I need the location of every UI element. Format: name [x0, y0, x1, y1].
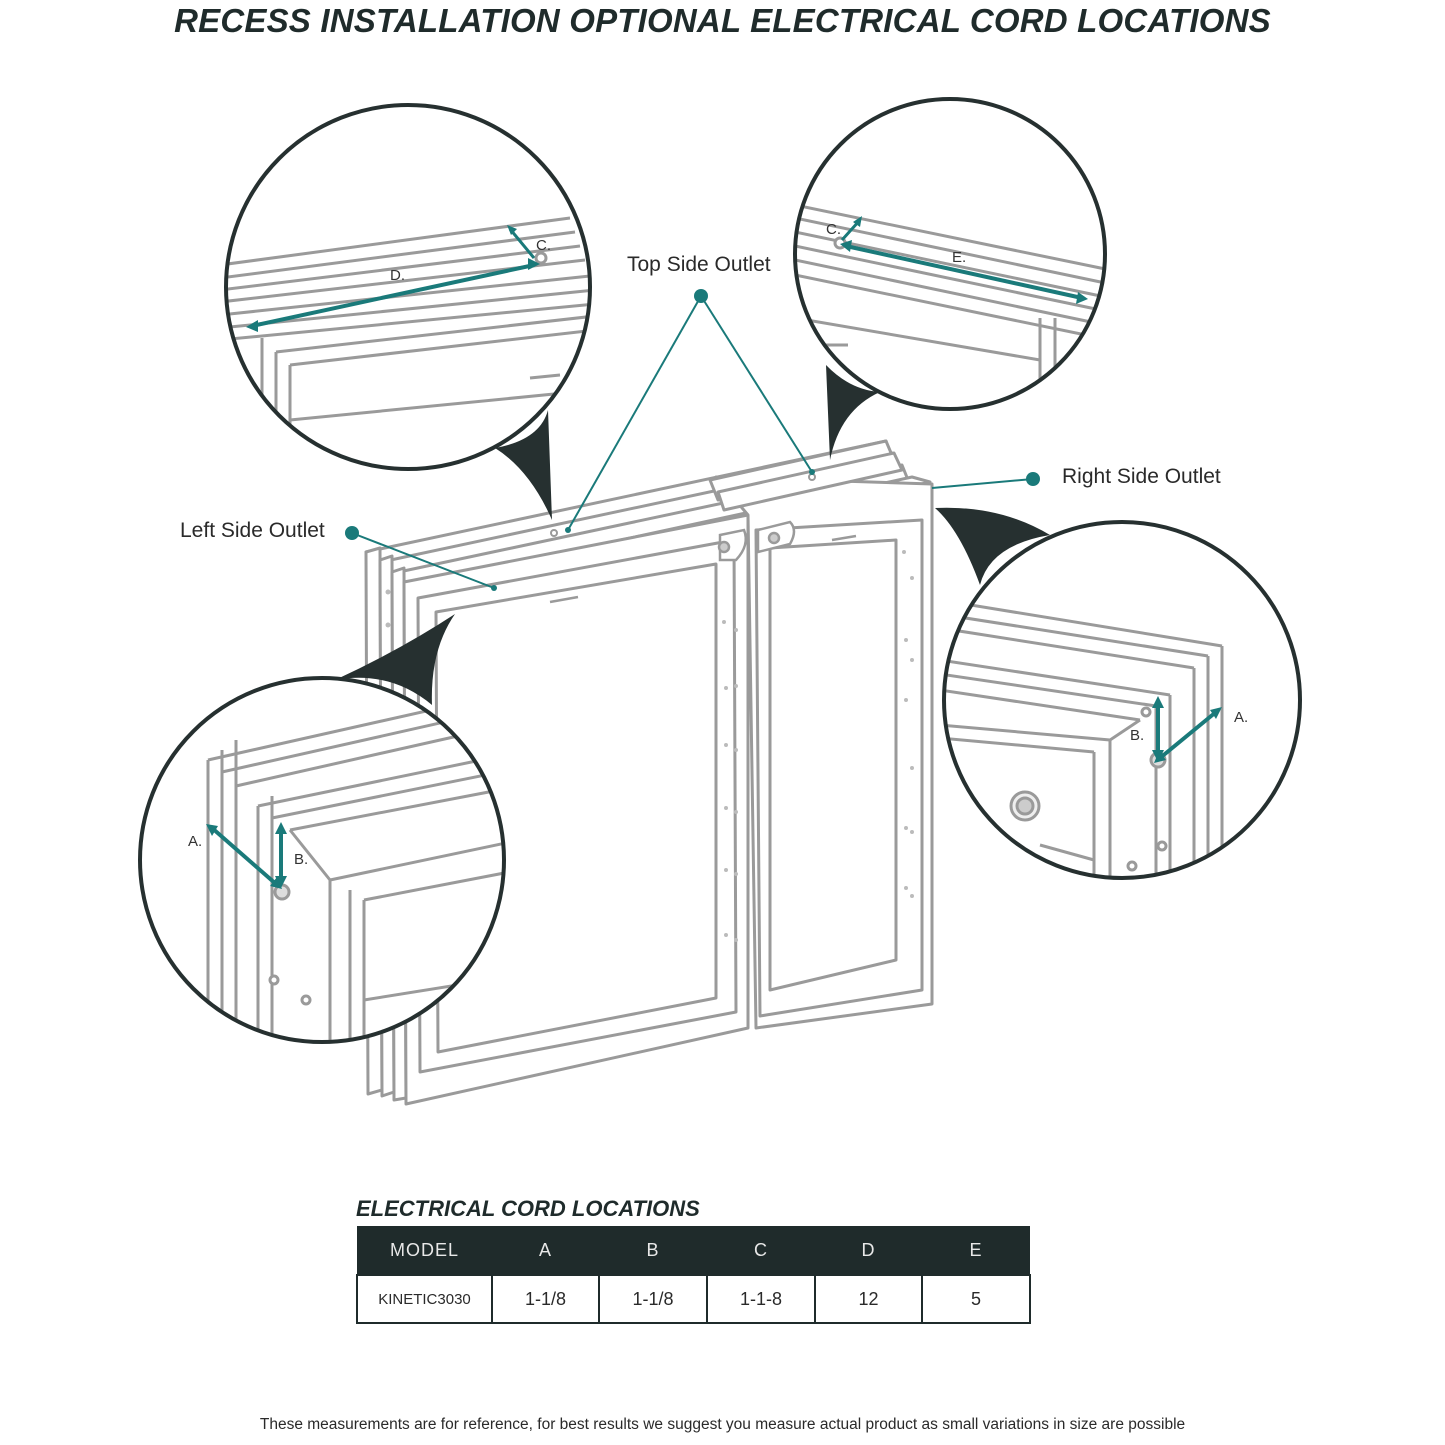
left-side-outlet-label: Left Side Outlet — [180, 519, 325, 542]
dim-label-e: E. — [952, 249, 966, 266]
magnifier-top-left: C. D. — [224, 103, 592, 471]
header-c: C — [707, 1226, 815, 1275]
dim-label-a-left: A. — [188, 833, 202, 850]
page-title: RECESS INSTALLATION OPTIONAL ELECTRICAL … — [174, 2, 1271, 39]
cell-model: KINETIC3030 — [356, 1274, 493, 1324]
header-e: E — [922, 1226, 1030, 1275]
dim-label-a-right: A. — [1234, 709, 1248, 726]
header-b: B — [599, 1226, 707, 1275]
callout-leaders — [351, 295, 1034, 589]
cabinet-hinges — [549, 520, 857, 604]
magnifier-tails — [335, 365, 1050, 705]
table-row: KINETIC3030 1-1/8 1-1/8 1-1-8 12 5 — [356, 1274, 1031, 1324]
cabinet-screw-holes — [385, 550, 914, 942]
cell-d: 12 — [814, 1274, 923, 1324]
header-a: A — [492, 1226, 599, 1275]
cord-locations-table: MODEL A B C D E KINETIC3030 1-1/8 1-1/8 … — [356, 1226, 1031, 1324]
header-d: D — [815, 1226, 922, 1275]
cell-a: 1-1/8 — [491, 1274, 600, 1324]
magnifier-right: A. B. — [942, 520, 1302, 880]
dim-label-b-right: B. — [1130, 727, 1144, 744]
cabinet-diagram: C. D. C. E. — [138, 97, 1302, 1106]
dim-label-c: C. — [536, 237, 551, 254]
right-side-outlet-label: Right Side Outlet — [1062, 465, 1221, 488]
table-header-row: MODEL A B C D E — [357, 1226, 1030, 1275]
dim-label-d: D. — [390, 267, 405, 284]
header-model: MODEL — [357, 1226, 492, 1275]
cell-c: 1-1-8 — [706, 1274, 816, 1324]
magnifier-left: A. B. — [138, 676, 506, 1044]
cell-b: 1-1/8 — [598, 1274, 708, 1324]
magnifier-top-right: C. E. — [793, 97, 1107, 411]
footer-note: These measurements are for reference, fo… — [259, 1416, 1186, 1433]
table-title: ELECTRICAL CORD LOCATIONS — [356, 1196, 700, 1221]
dim-label-c-top-right: C. — [826, 221, 841, 238]
cell-e: 5 — [921, 1274, 1031, 1324]
top-side-outlet-label: Top Side Outlet — [627, 253, 771, 276]
callout-dots — [345, 289, 1040, 591]
dim-label-b-left: B. — [294, 851, 308, 868]
